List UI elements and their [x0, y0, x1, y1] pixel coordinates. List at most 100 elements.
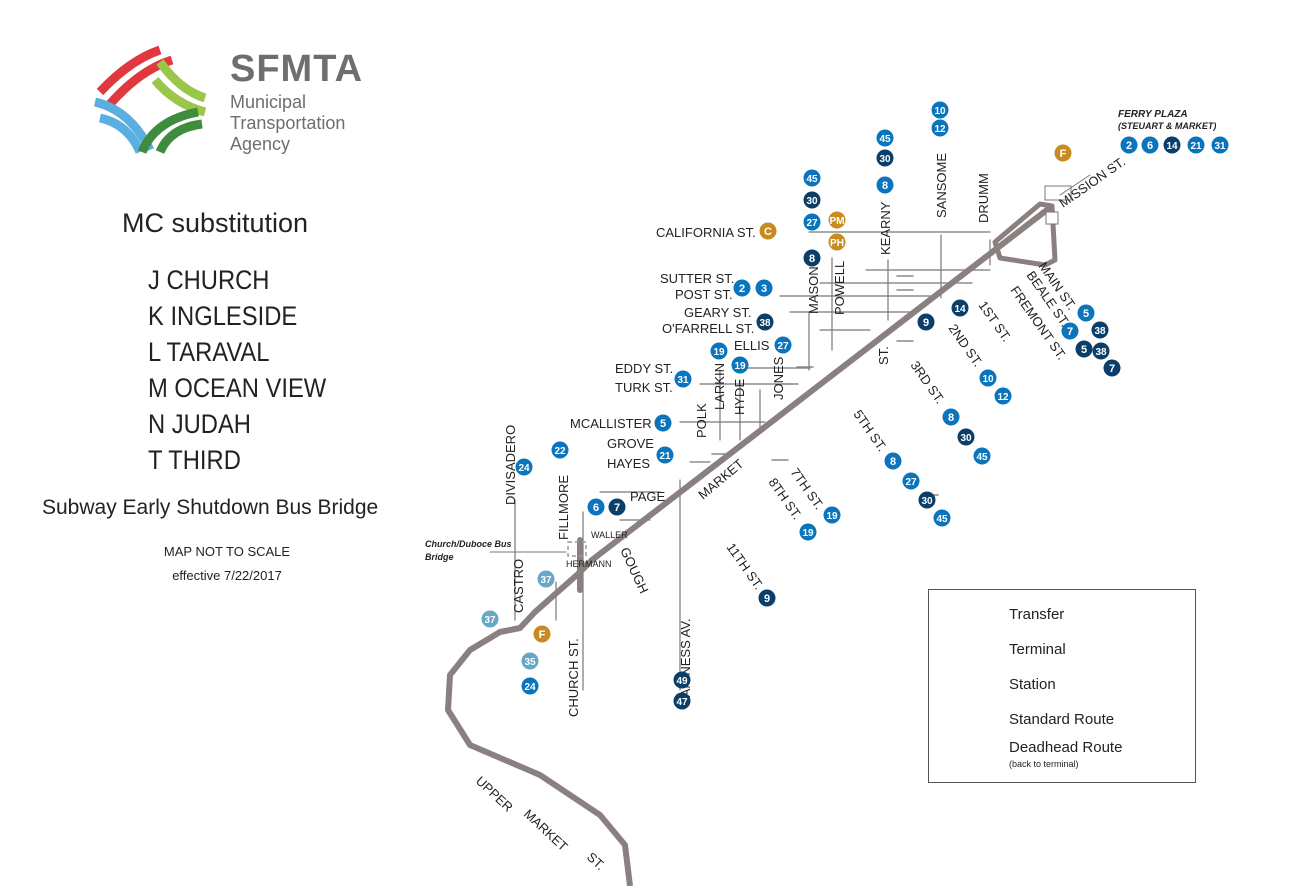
- route-badge: [521, 652, 539, 670]
- street-label: 3RD ST.: [908, 358, 948, 406]
- street-label: UPPER: [473, 773, 516, 815]
- route-badge: [942, 408, 960, 426]
- route-badge: [876, 149, 894, 167]
- route-badge: [1092, 342, 1110, 360]
- route-number: 19: [734, 361, 746, 372]
- sfmta-logo-icon: [151, 77, 207, 117]
- route-number: 6: [593, 502, 599, 514]
- route-number: 30: [960, 433, 972, 444]
- route-badge: [1120, 136, 1138, 154]
- street-label: TURK ST.: [615, 380, 673, 395]
- callout-line: [1059, 174, 1091, 196]
- route-number: 12: [934, 124, 946, 135]
- route-number: 2: [1126, 140, 1132, 152]
- street-label: DIVISADERO: [503, 425, 518, 505]
- route-number: F: [539, 629, 546, 641]
- page-subtitle: Subway Early Shutdown Bus Bridge: [42, 496, 379, 519]
- route-number: 47: [676, 697, 688, 708]
- street-label: CASTRO: [511, 559, 526, 613]
- route-number: 45: [879, 134, 891, 145]
- line-item: L TARAVAL: [148, 337, 270, 367]
- route-badge: [674, 370, 692, 388]
- brand-subtitle-line: Municipal: [230, 92, 307, 112]
- line-item: J CHURCH: [148, 265, 270, 295]
- line-item: T THIRD: [148, 445, 241, 475]
- replaced-lines-list: J CHURCH K INGLESIDE L TARAVAL M OCEAN V…: [148, 262, 326, 478]
- route-number: 31: [677, 375, 689, 386]
- route-badge: [587, 498, 605, 516]
- route-number: 38: [1094, 326, 1106, 337]
- route-badge: [973, 447, 991, 465]
- street-label: LARKIN: [712, 363, 727, 410]
- route-badge: [1187, 136, 1205, 154]
- map-legend: Transfer Terminal Station Standard Route…: [928, 589, 1196, 783]
- street-label: MASON: [806, 266, 821, 314]
- street-label: GROVE: [607, 436, 654, 451]
- route-number: 27: [905, 477, 917, 488]
- sfmta-logo-icon: [96, 45, 162, 96]
- route-badge: [803, 169, 821, 187]
- street-label: 5TH ST.: [851, 407, 890, 454]
- street-label: FILLMORE: [556, 475, 571, 540]
- route-badge: [1141, 136, 1159, 154]
- route-number: 7: [614, 502, 620, 514]
- legend-deadhead-route-label: Deadhead Route: [1009, 739, 1123, 756]
- route-number: 8: [809, 253, 815, 265]
- route-badge: [656, 446, 674, 464]
- route-badge: [654, 414, 672, 432]
- route-badge: [828, 233, 846, 251]
- route-badge: [876, 129, 894, 147]
- route-badge: [823, 506, 841, 524]
- route-badge: [733, 279, 751, 297]
- route-number: 21: [659, 451, 671, 462]
- street-label: VAN NESS AV.: [678, 619, 693, 705]
- route-badge: [1075, 340, 1093, 358]
- street-label: POWELL: [832, 261, 847, 315]
- route-badge: [918, 491, 936, 509]
- route-number: 30: [921, 496, 933, 507]
- ferry-plaza-label: FERRY PLAZA: [1118, 109, 1188, 120]
- route-number: 30: [879, 154, 891, 165]
- route-number: 10: [934, 106, 946, 117]
- route-badge: [537, 570, 555, 588]
- route-number: 37: [484, 615, 496, 626]
- street-label: HAYES: [607, 456, 650, 471]
- route-number: 27: [777, 341, 789, 352]
- route-number: 10: [982, 374, 994, 385]
- street-label: O'FARRELL ST.: [662, 321, 754, 336]
- route-badge: [931, 101, 949, 119]
- street-label: JONES: [771, 356, 786, 400]
- line-item: M OCEAN VIEW: [148, 373, 327, 403]
- route-number: 8: [948, 412, 954, 424]
- standard-route-loop: [992, 201, 1058, 268]
- route-badge: [876, 176, 894, 194]
- station-icon: [1044, 185, 1072, 201]
- street-label: MISSION ST.: [1056, 154, 1128, 211]
- route-number: 3: [761, 283, 767, 295]
- route-number: 45: [936, 514, 948, 525]
- route-number: 31: [1214, 141, 1226, 152]
- street-label: SUTTER ST.: [660, 271, 734, 286]
- street-label: HERMANN: [566, 559, 612, 569]
- street-label: WALLER: [591, 530, 628, 540]
- route-badge: [933, 509, 951, 527]
- line-item: N JUDAH: [148, 409, 251, 439]
- route-number: 5: [1081, 344, 1087, 356]
- line-item: K INGLESIDE: [148, 301, 298, 331]
- route-badge: [931, 119, 949, 137]
- route-number: 24: [524, 682, 536, 693]
- route-number: 5: [660, 418, 666, 430]
- route-badge: [994, 387, 1012, 405]
- route-badge: [1054, 144, 1072, 162]
- route-number: 14: [1166, 141, 1178, 152]
- street-label: KEARNY: [878, 201, 893, 255]
- street-label: CHURCH ST.: [566, 638, 581, 717]
- scale-note: MAP NOT TO SCALE: [163, 544, 291, 559]
- route-number: 9: [923, 317, 929, 329]
- route-number: 19: [713, 347, 725, 358]
- route-badge: [521, 677, 539, 695]
- legend-terminal-label: Terminal: [1009, 641, 1066, 658]
- church-duboce-label: Church/Duboce Bus: [425, 539, 512, 549]
- sfmta-logo-icon: [106, 55, 174, 107]
- route-number: PH: [830, 238, 844, 249]
